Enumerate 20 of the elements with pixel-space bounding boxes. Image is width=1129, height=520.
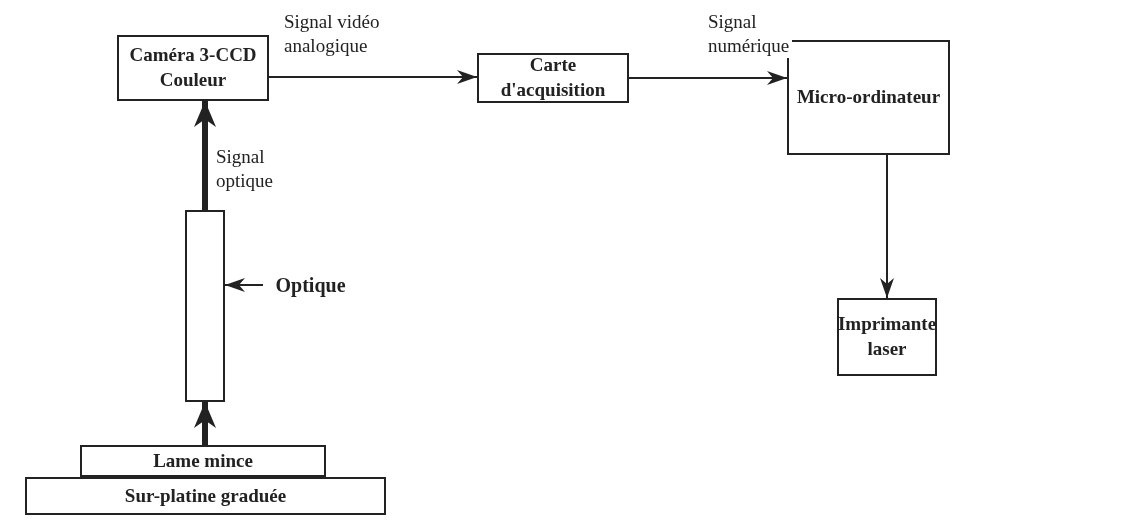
arrow (194, 101, 216, 210)
part-label: Optique (263, 268, 358, 302)
process-box (787, 40, 950, 155)
optics-box (185, 210, 225, 402)
arrow (880, 154, 894, 299)
process-box (837, 298, 937, 376)
process-box (117, 35, 269, 101)
box-label: Carte d'acquisition (499, 53, 607, 102)
box-label: Lame mince (153, 448, 253, 473)
box-label: Sur-platine graduée (124, 483, 287, 508)
box-label: Micro-ordinateur (796, 85, 941, 110)
process-box (80, 445, 326, 477)
box-label: Imprimante laser (837, 312, 937, 361)
arrow (268, 70, 478, 84)
box-label: Caméra 3-CCD Couleur (128, 43, 258, 92)
process-box (477, 53, 629, 103)
arrow (224, 278, 264, 292)
process-box (25, 477, 386, 515)
arrow (194, 402, 216, 445)
arrow (628, 71, 788, 85)
